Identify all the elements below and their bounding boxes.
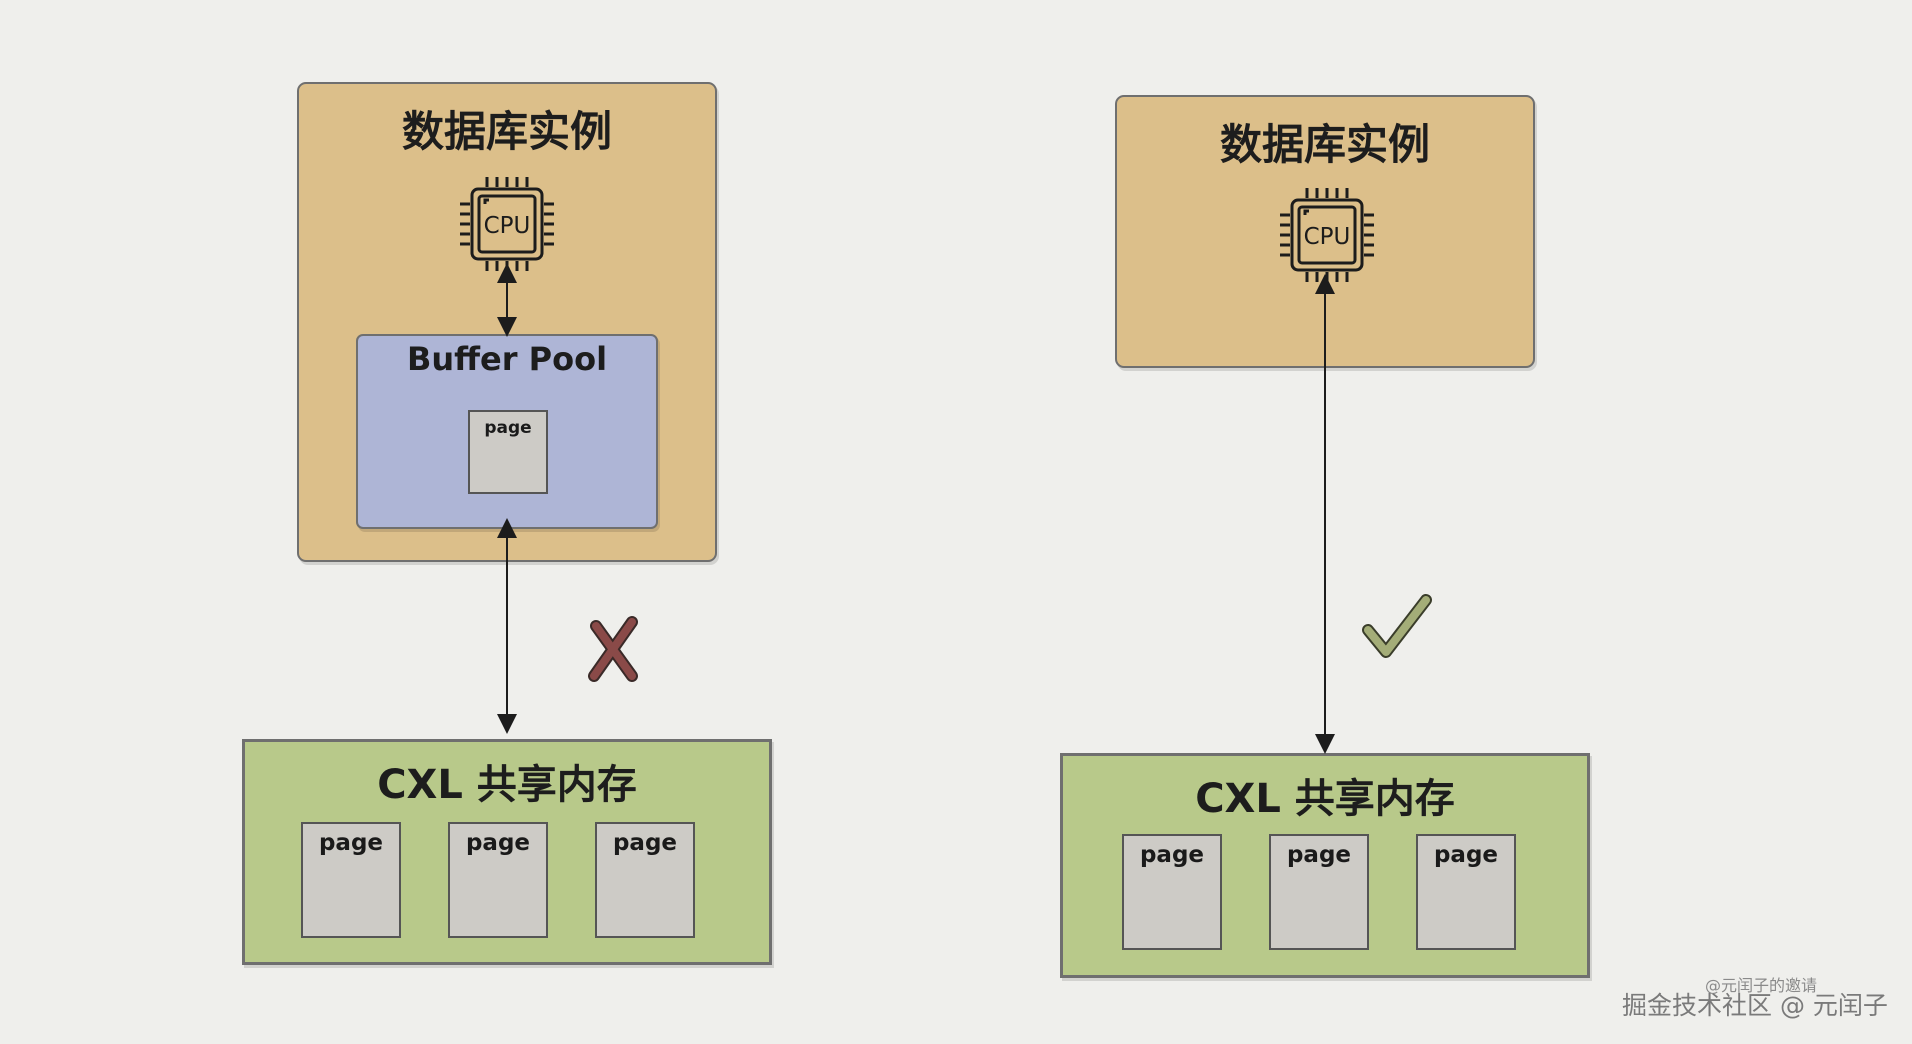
left-page-3: page [595, 822, 695, 938]
left-page-1: page [301, 822, 401, 938]
check-icon [1362, 594, 1432, 658]
left-page-2-label: page [465, 830, 531, 856]
right-cpu-label: CPU [1304, 224, 1351, 250]
right-page-2-label: page [1286, 842, 1352, 868]
left-cpu-icon: CPU [457, 174, 557, 274]
right-cpu-icon: CPU [1277, 185, 1377, 285]
right-mem-title: CXL 共享内存 [1195, 776, 1455, 822]
left-pool-page-label: page [484, 418, 532, 438]
right-page-3: page [1416, 834, 1516, 950]
right-db-title: 数据库实例 [1219, 120, 1430, 169]
left-mem-title: CXL 共享内存 [377, 762, 637, 808]
right-page-2: page [1269, 834, 1369, 950]
left-db-title: 数据库实例 [401, 107, 612, 156]
right-page-1: page [1122, 834, 1222, 950]
left-page-3-label: page [612, 830, 678, 856]
right-page-3-label: page [1433, 842, 1499, 868]
left-cxl-memory: CXL 共享内存 page page page [242, 739, 772, 965]
left-pool-page: page [468, 410, 548, 494]
right-cxl-memory: CXL 共享内存 page page page [1060, 753, 1590, 978]
watermark-line2: 掘金技术社区 @ 元闰子 [1622, 991, 1888, 1020]
left-page-1-label: page [318, 830, 384, 856]
left-page-2: page [448, 822, 548, 938]
watermark-line1: @元闰子的邀请 [1705, 976, 1818, 995]
cross-icon [588, 616, 638, 682]
right-page-1-label: page [1139, 842, 1205, 868]
left-cpu-label: CPU [484, 213, 531, 239]
left-pool-title: Buffer Pool [406, 340, 608, 378]
